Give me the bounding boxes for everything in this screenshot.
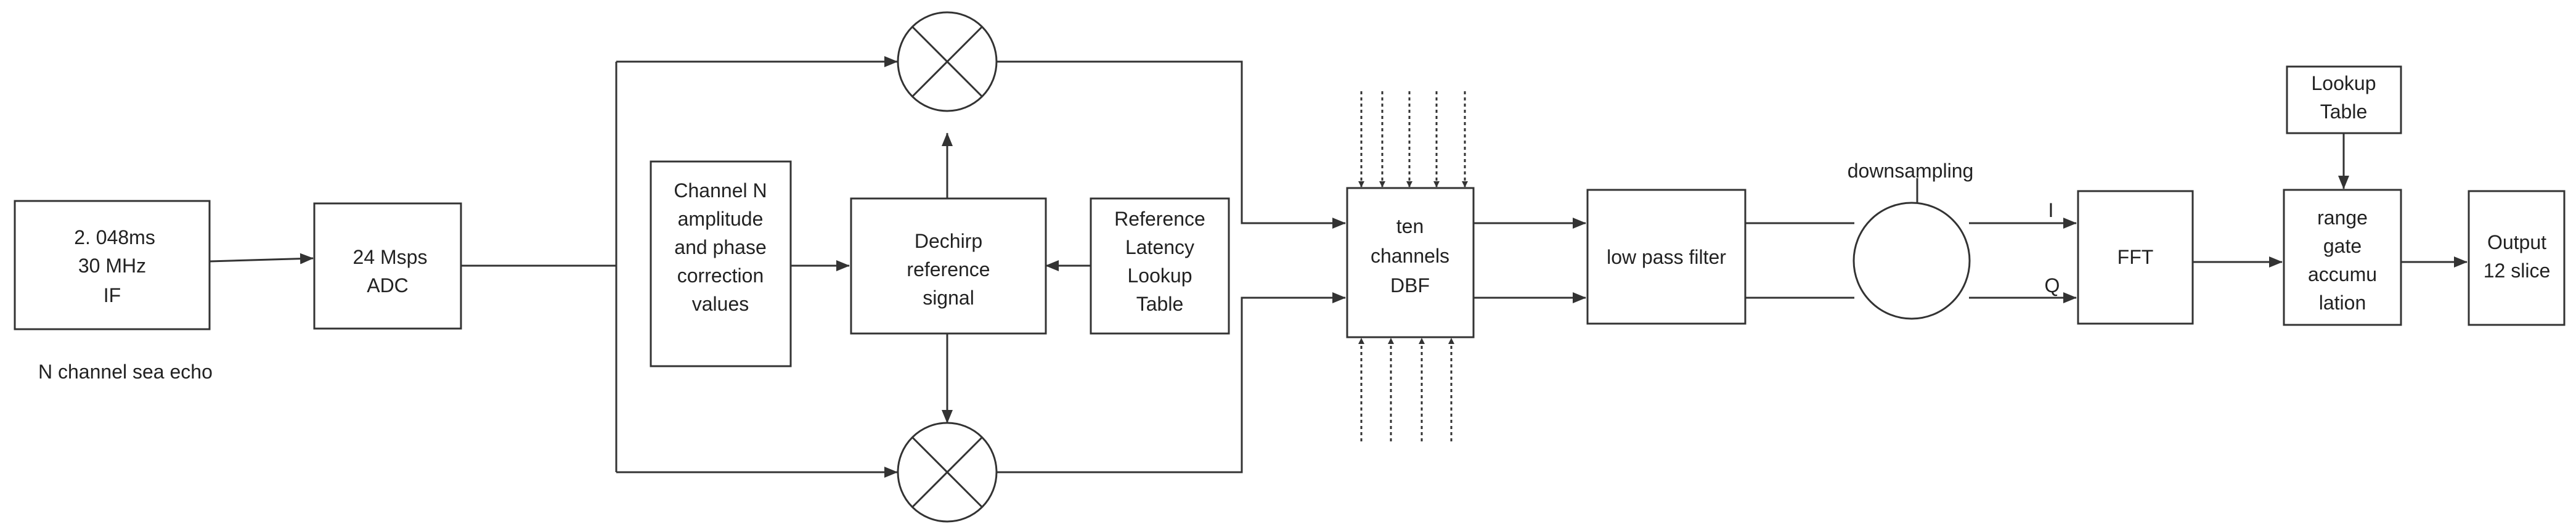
input-block-line3: IF (104, 284, 121, 306)
dbf-dotted-inputs (1358, 91, 1468, 441)
dbf-block-line3: DBF (1390, 274, 1430, 297)
downsampler (1853, 202, 1971, 320)
connection-lines (209, 56, 2468, 478)
adc-block-line1: 24 Msps (353, 246, 428, 268)
adc-block-line2: ADC (367, 274, 409, 297)
latency-block-line4: Table (1136, 293, 1184, 315)
low-pass-filter-block: low pass filter (1586, 189, 1747, 325)
input-block: 2. 048ms 30 MHz IF (14, 200, 211, 330)
lookup-block-line1: Lookup (2312, 72, 2376, 94)
fft-block-label: FFT (2117, 246, 2154, 268)
correction-values-block: Channel N amplitude and phase correction… (650, 160, 792, 367)
range-gate-block: range gate accumu lation (2283, 189, 2402, 326)
correction-block-line3: and phase (674, 236, 766, 258)
lower-mixer-to-dbf-arrow (997, 292, 1346, 473)
output-block: Output 12 slice (2468, 190, 2566, 326)
range-gate-line3: accumu (2308, 263, 2377, 285)
latency-block-line2: Latency (1125, 236, 1194, 258)
output-block-line1: Output (2487, 231, 2546, 253)
dechirp-block-line3: signal (923, 287, 974, 309)
downsampling-label: downsampling (1848, 160, 1974, 182)
lower-mixer (897, 422, 998, 523)
dechirp-block: Dechirp reference signal (850, 197, 1047, 335)
latency-lookup-block: Reference Latency Lookup Table (1090, 197, 1230, 335)
latency-block-line1: Reference (1114, 208, 1205, 230)
correction-block-line5: values (692, 293, 749, 315)
adc-block: 24 Msps ADC (313, 202, 462, 330)
latency-block-line3: Lookup (1128, 264, 1192, 287)
lookup-block-line2: Table (2320, 100, 2368, 123)
correction-block-line1: Channel N (674, 179, 767, 202)
dbf-block-line1: ten (1396, 215, 1424, 237)
output-block-line2: 12 slice (2484, 260, 2551, 282)
input-block-line1: 2. 048ms (74, 226, 155, 248)
range-gate-line1: range (2317, 207, 2368, 229)
input-block-line2: 30 MHz (78, 255, 146, 277)
q-branch-label: Q (2045, 274, 2060, 297)
i-branch-label: I (2048, 199, 2054, 221)
correction-block-line2: amplitude (678, 208, 764, 230)
dechirp-block-line1: Dechirp (915, 230, 982, 252)
lookup-table-block: Lookup Table (2286, 65, 2402, 134)
correction-block-line4: correction (677, 264, 764, 287)
dbf-block-line2: channels (1371, 245, 1449, 267)
input-caption: N channel sea echo (38, 361, 213, 383)
input-to-adc-arrow (209, 253, 314, 264)
dechirp-block-line2: reference (907, 258, 990, 280)
range-gate-line2: gate (2323, 235, 2362, 257)
lpf-block-label: low pass filter (1607, 246, 1726, 268)
fft-block: FFT (2077, 190, 2194, 325)
upper-mixer (897, 11, 998, 112)
range-gate-line4: lation (2319, 292, 2366, 314)
dbf-block: ten channels DBF (1346, 187, 1475, 338)
upper-mixer-to-dbf-arrow (997, 60, 1346, 229)
